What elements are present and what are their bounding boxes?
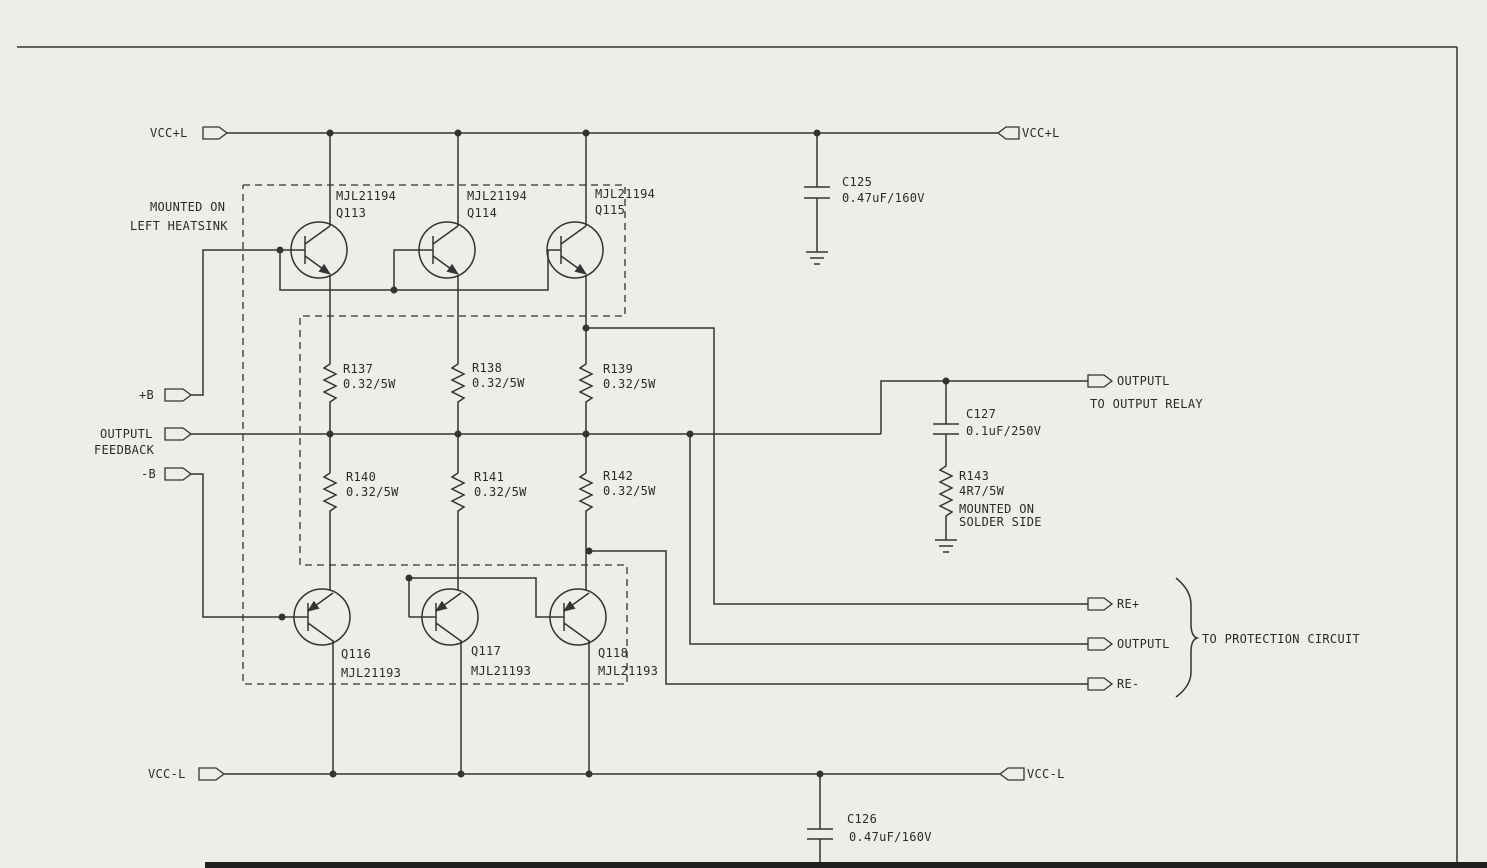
port-label-outputl-feedback-2: FEEDBACK bbox=[94, 443, 155, 457]
transistor-q113 bbox=[290, 221, 348, 279]
r143-note-line-1: MOUNTED ON bbox=[959, 502, 1034, 516]
r141-ref: R141 bbox=[474, 470, 504, 484]
resistor-r139 bbox=[578, 360, 594, 407]
r142-ref: R142 bbox=[603, 469, 633, 483]
c127-value: 0.1uF/250V bbox=[966, 424, 1041, 438]
q114-part: MJL21194 bbox=[467, 189, 527, 203]
r143-value: 4R7/5W bbox=[959, 484, 1005, 498]
port-connectors bbox=[164, 126, 1114, 781]
port-label-vcc-neg-left: VCC-L bbox=[148, 767, 186, 781]
r141-value: 0.32/5W bbox=[474, 485, 527, 499]
q115-ref: Q115 bbox=[595, 203, 625, 217]
note-to-protection-circuit: TO PROTECTION CIRCUIT bbox=[1202, 632, 1360, 646]
port-label-plus-b: +B bbox=[139, 388, 154, 402]
transistor-q116 bbox=[293, 588, 351, 646]
heatsink-note-line-1: MOUNTED ON bbox=[150, 200, 225, 214]
resistor-r138 bbox=[450, 360, 466, 407]
resistor-r143 bbox=[938, 462, 954, 540]
heatsink-note-line-2: LEFT HEATSINK bbox=[130, 219, 228, 233]
q116-part: MJL21193 bbox=[341, 666, 401, 680]
q117-part: MJL21193 bbox=[471, 664, 531, 678]
r139-ref: R139 bbox=[603, 362, 633, 376]
q118-part: MJL21193 bbox=[598, 664, 658, 678]
port-label-outputl-feedback-1: OUTPUTL bbox=[100, 427, 153, 441]
port-label-vcc-pos-left: VCC+L bbox=[150, 126, 188, 140]
r139-value: 0.32/5W bbox=[603, 377, 656, 391]
junction-dots bbox=[276, 129, 950, 778]
c125-value: 0.47uF/160V bbox=[842, 191, 925, 205]
q113-part: MJL21194 bbox=[336, 189, 396, 203]
r138-ref: R138 bbox=[472, 361, 502, 375]
c126-ref: C126 bbox=[847, 812, 877, 826]
r143-note-line-2: SOLDER SIDE bbox=[959, 515, 1042, 529]
q117-ref: Q117 bbox=[471, 644, 501, 658]
capacitor-c125 bbox=[804, 133, 830, 252]
ground-symbol-c125 bbox=[806, 251, 828, 265]
q114-ref: Q114 bbox=[467, 206, 497, 220]
r137-value: 0.32/5W bbox=[343, 377, 396, 391]
heatsink-outline bbox=[242, 184, 628, 685]
port-label-vcc-neg-right: VCC-L bbox=[1027, 767, 1065, 781]
transistor-q117 bbox=[421, 588, 479, 646]
q113-ref: Q113 bbox=[336, 206, 366, 220]
output-bus bbox=[191, 327, 1088, 685]
resistor-r142 bbox=[578, 470, 594, 515]
transistor-q118 bbox=[549, 588, 607, 646]
resistor-r137 bbox=[322, 360, 338, 407]
base-wiring bbox=[191, 249, 550, 618]
port-label-outputl-protection: OUTPUTL bbox=[1117, 637, 1170, 651]
ground-symbol-r143 bbox=[935, 539, 957, 553]
r140-value: 0.32/5W bbox=[346, 485, 399, 499]
c125-ref: C125 bbox=[842, 175, 872, 189]
r138-value: 0.32/5W bbox=[472, 376, 525, 390]
labels: VCC+L VCC+L VCC-L VCC-L +B -B OUTPUTL FE… bbox=[94, 126, 1360, 844]
r137-ref: R137 bbox=[343, 362, 373, 376]
c127-ref: C127 bbox=[966, 407, 996, 421]
q115-part: MJL21194 bbox=[595, 187, 655, 201]
resistor-r141 bbox=[450, 470, 466, 515]
q116-ref: Q116 bbox=[341, 647, 371, 661]
port-label-vcc-pos-right: VCC+L bbox=[1022, 126, 1060, 140]
r143-ref: R143 bbox=[959, 469, 989, 483]
protection-brace bbox=[1175, 577, 1200, 698]
transistor-q115 bbox=[546, 221, 604, 279]
port-label-re-plus: RE+ bbox=[1117, 597, 1140, 611]
capacitor-c127 bbox=[933, 381, 959, 462]
port-label-minus-b: -B bbox=[141, 467, 156, 481]
column-wires bbox=[329, 133, 590, 774]
c126-value: 0.47uF/160V bbox=[849, 830, 932, 844]
port-label-re-minus: RE- bbox=[1117, 677, 1140, 691]
q118-ref: Q118 bbox=[598, 646, 628, 660]
note-to-output-relay: TO OUTPUT RELAY bbox=[1090, 397, 1203, 411]
r142-value: 0.32/5W bbox=[603, 484, 656, 498]
page-frame bbox=[17, 46, 1458, 868]
bottom-scan-edge bbox=[205, 862, 1487, 868]
transistor-q114 bbox=[418, 221, 476, 279]
port-label-outputl-relay: OUTPUTL bbox=[1117, 374, 1170, 388]
capacitor-c126 bbox=[807, 774, 833, 862]
resistor-r140 bbox=[322, 470, 338, 515]
r140-ref: R140 bbox=[346, 470, 376, 484]
